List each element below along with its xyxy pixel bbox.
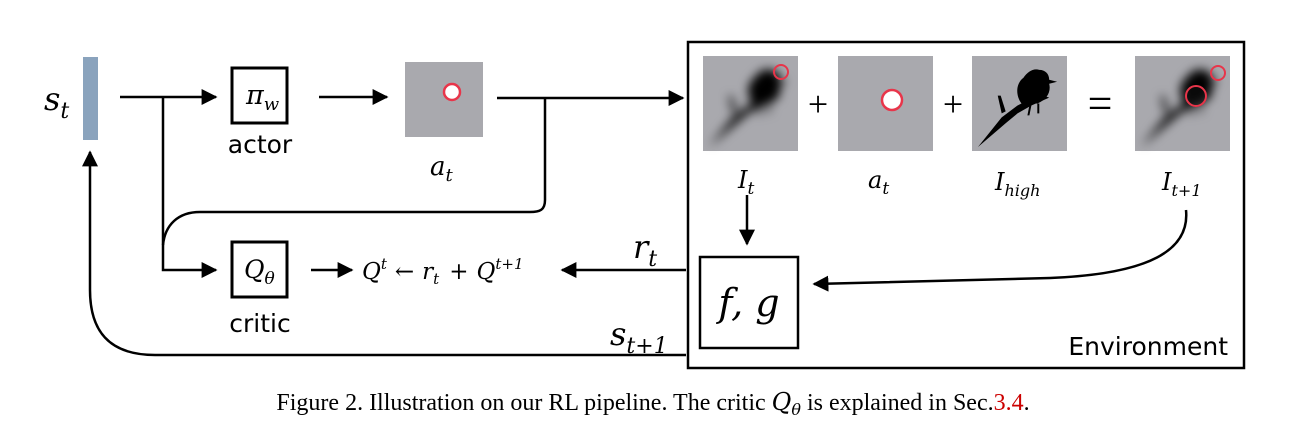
image-at-label: at: [868, 166, 889, 199]
image-ihigh: Ihigh: [972, 56, 1067, 200]
action-panel: [405, 62, 483, 137]
arrow-next-state-to-state: [82, 150, 686, 357]
arrow-it1-to-fg: [812, 209, 1188, 292]
action-marker: [442, 82, 462, 102]
critic-symbol: Qθ: [244, 255, 275, 289]
environment-title: Environment: [1068, 332, 1228, 361]
critic-box: [230, 240, 289, 299]
reward-label: rt: [633, 228, 657, 272]
update-equation: Qt←rt+Qt+1: [362, 255, 523, 288]
plus-sign-2: +: [943, 84, 963, 124]
state-label: st: [44, 80, 69, 124]
image-ihigh-label: Ihigh: [994, 168, 1040, 200]
critic-caption: critic: [229, 309, 290, 338]
image-it-label: It: [737, 166, 754, 199]
equals-sign: =: [1088, 79, 1113, 128]
figure-caption: Figure 2. Illustration on our RL pipelin…: [276, 388, 1029, 419]
arrow-action-back-to-critic-branch: [161, 98, 547, 246]
actor-box: [230, 66, 289, 125]
plus-sign-1: +: [808, 84, 828, 124]
actor-caption: actor: [228, 130, 293, 159]
image-it: It: [703, 56, 798, 199]
next-state-label: st+1: [610, 315, 668, 359]
image-it1: It+1: [1135, 56, 1230, 200]
action-label: at: [430, 152, 454, 186]
environment-frame: [686, 40, 1246, 370]
actor-symbol: πw: [245, 80, 280, 115]
state-bar: [83, 57, 98, 140]
image-it1-label: It+1: [1161, 168, 1202, 200]
fg-label: f, g: [715, 281, 779, 325]
image-at: at: [838, 56, 933, 199]
arrow-branch-to-critic: [161, 97, 218, 278]
fg-box: [698, 255, 800, 350]
connector-arrows: [82, 89, 1188, 357]
